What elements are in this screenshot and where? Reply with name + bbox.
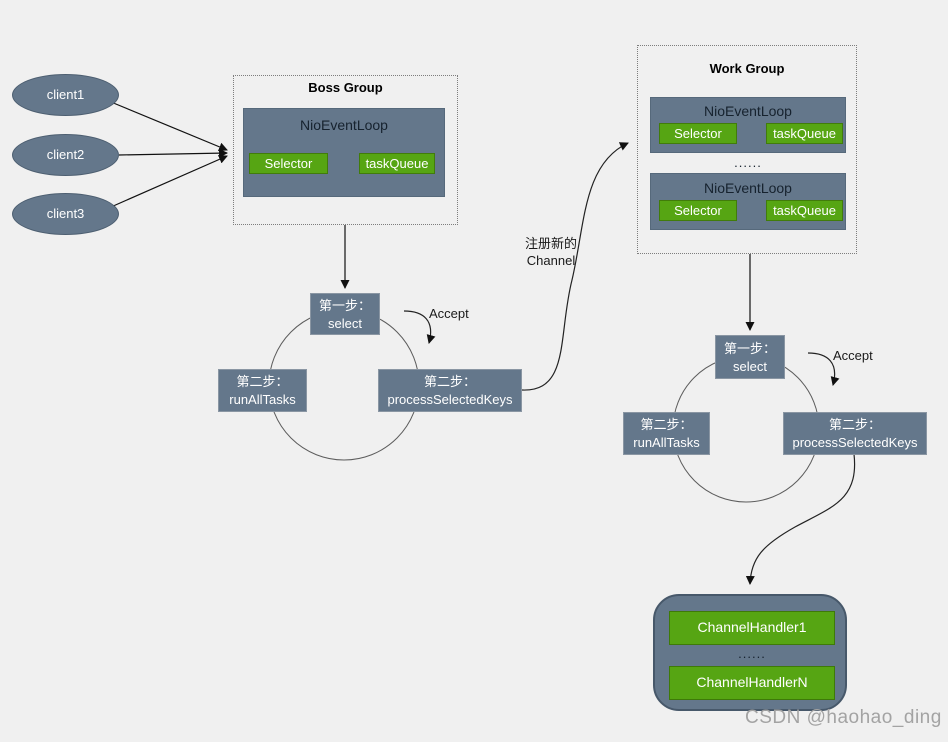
pipeline-curve: [745, 453, 856, 585]
work-nioeventloop1-title: NioEventLoop: [704, 103, 792, 119]
client2-node: client2: [12, 134, 119, 176]
boss-selector-box: Selector: [249, 153, 328, 174]
channelhandlerN-label: ChannelHandlerN: [696, 674, 808, 690]
work-group-title: Work Group: [709, 61, 785, 76]
work2-selector-box: Selector: [659, 200, 737, 221]
register-channel-label: 注册新的 Channel: [511, 235, 591, 269]
client1-node: client1: [12, 74, 119, 116]
register-channel-line1: 注册新的: [524, 236, 577, 251]
work1-selector-label: Selector: [674, 126, 722, 141]
boss-taskqueue-label: taskQueue: [365, 156, 429, 171]
work2-taskqueue-box: taskQueue: [766, 200, 843, 221]
channelhandler1-box: ChannelHandler1: [669, 611, 835, 645]
work-step-select-line1: 第一步：: [723, 341, 776, 356]
channelhandler1-label: ChannelHandler1: [697, 619, 807, 635]
client1-label: client1: [46, 87, 85, 102]
boss-step-select-line1: 第一步：: [318, 298, 371, 313]
boss-step-processselectedkeys-line1: 第二步：: [423, 374, 476, 389]
work-group-container: Work Group: [637, 45, 857, 254]
boss-taskqueue-box: taskQueue: [359, 153, 435, 174]
work-step-processselectedkeys-line2: processSelectedKeys: [792, 435, 918, 450]
boss-group-container: Boss Group: [233, 75, 458, 225]
work2-taskqueue-label: taskQueue: [773, 203, 836, 218]
boss-step-runalltasks-line2: runAllTasks: [229, 392, 296, 407]
boss-accept-label: Accept: [429, 306, 469, 321]
work-nioeventloop2-box: NioEventLoop Selector taskQueue: [650, 173, 846, 230]
work-group-dots: ......: [734, 155, 762, 170]
work-step-runalltasks-line2: runAllTasks: [633, 435, 700, 450]
boss-nioeventloop-title: NioEventLoop: [300, 117, 388, 133]
csdn-watermark: CSDN @haohao_ding: [745, 707, 942, 728]
boss-group-title: Boss Group: [308, 80, 383, 95]
channel-pipeline-container: ChannelHandler1 ...... ChannelHandlerN: [653, 594, 847, 711]
work-nioeventloop2-title: NioEventLoop: [704, 180, 792, 196]
work-accept-arrow: [807, 352, 840, 386]
client2-label: client2: [46, 147, 85, 162]
boss-step-select-box: 第一步： select: [310, 293, 380, 335]
boss-nioeventloop-box: NioEventLoop Selector taskQueue: [243, 108, 445, 197]
boss-step-runalltasks-box: 第二步： runAllTasks: [218, 369, 307, 412]
channel-pipeline-dots: ......: [738, 646, 766, 661]
work-step-runalltasks-box: 第二步： runAllTasks: [623, 412, 710, 455]
client1-arrow: [110, 101, 228, 152]
work-nioeventloop1-box: NioEventLoop Selector taskQueue: [650, 97, 846, 153]
work1-taskqueue-box: taskQueue: [766, 123, 843, 144]
boss-accept-arrow: [403, 310, 436, 344]
client3-label: client3: [46, 206, 85, 221]
work-step-select-box: 第一步： select: [715, 335, 785, 379]
register-channel-curve: [521, 142, 629, 391]
work-step-processselectedkeys-box: 第二步： processSelectedKeys: [783, 412, 927, 455]
work-step-processselectedkeys-line1: 第二步：: [828, 417, 881, 432]
work1-taskqueue-label: taskQueue: [773, 126, 836, 141]
work2-selector-label: Selector: [674, 203, 722, 218]
work-step-runalltasks-line1: 第二步：: [640, 417, 693, 432]
boss-step-select-line2: select: [328, 316, 362, 331]
work1-selector-box: Selector: [659, 123, 737, 144]
work-accept-label: Accept: [833, 348, 873, 363]
boss-selector-label: Selector: [264, 156, 313, 171]
boss-step-processselectedkeys-line2: processSelectedKeys: [387, 392, 513, 407]
client3-node: client3: [12, 193, 119, 235]
client2-arrow: [118, 148, 228, 158]
work-step-select-line2: select: [733, 359, 767, 374]
boss-step-runalltasks-line1: 第二步：: [236, 374, 289, 389]
register-channel-line2: Channel: [526, 253, 576, 268]
client3-arrow: [110, 155, 228, 208]
boss-step-processselectedkeys-box: 第二步： processSelectedKeys: [378, 369, 522, 412]
channelhandlerN-box: ChannelHandlerN: [669, 666, 835, 700]
